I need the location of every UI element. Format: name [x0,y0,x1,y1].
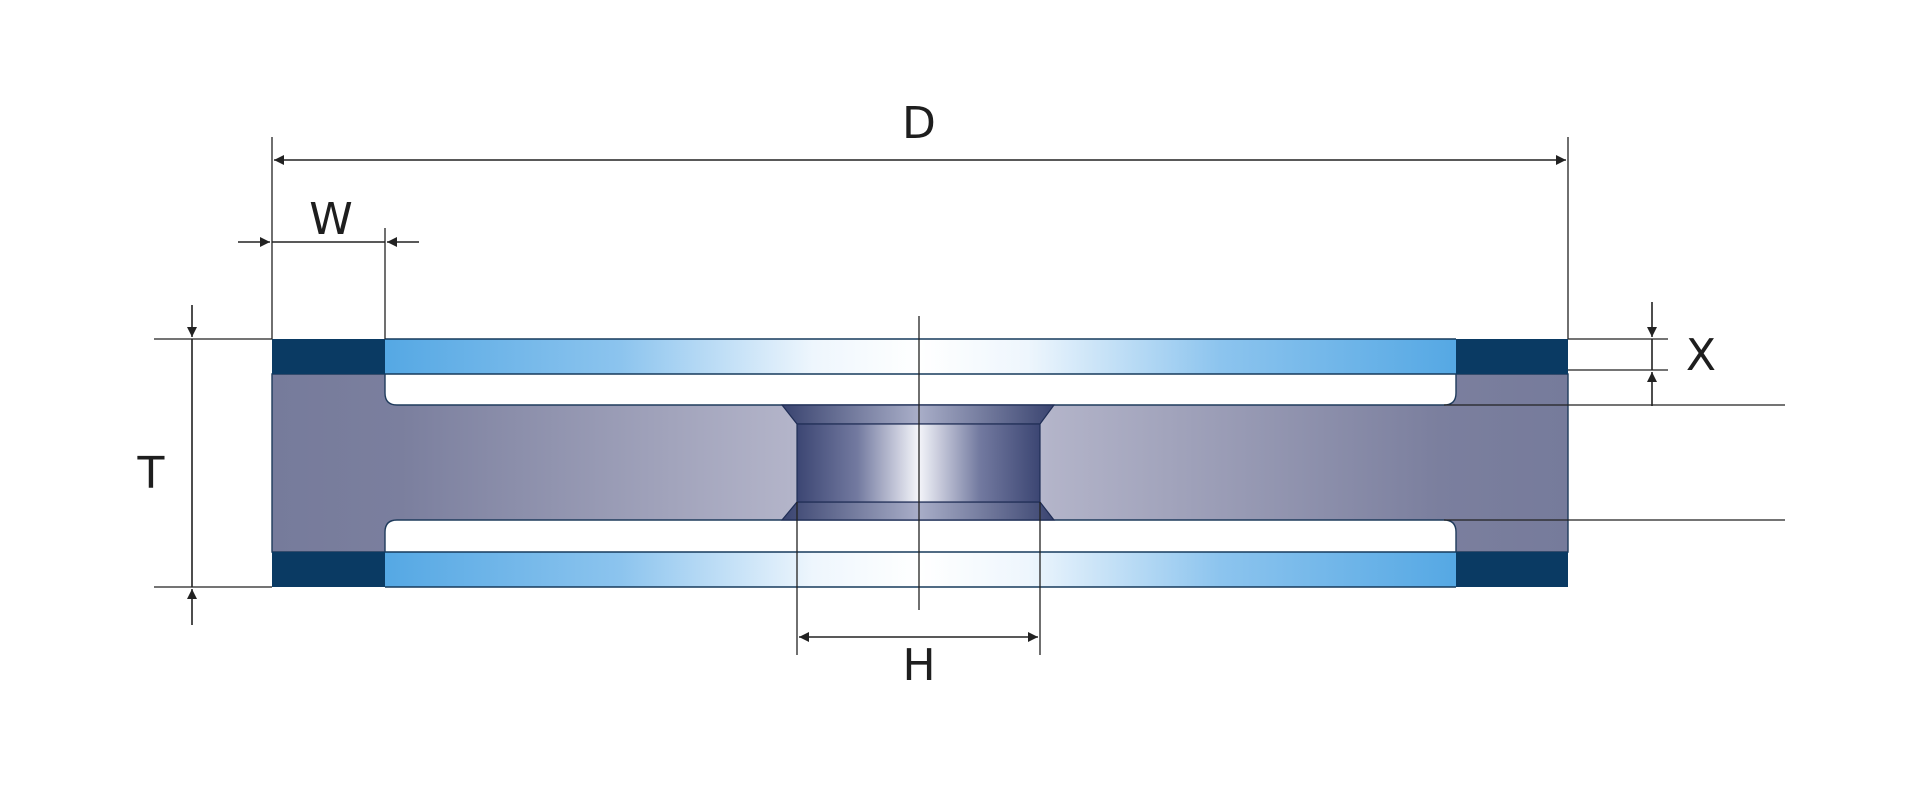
label-x: X [1686,330,1716,381]
label-d: D [902,98,936,149]
label-t: T [137,448,165,499]
abrasive-layer-bottom [385,551,1456,588]
dimension-w: W [238,194,419,339]
label-w: W [309,194,353,245]
core-extension-lines [1444,404,1785,521]
label-h: H [902,640,935,691]
dimension-x: X [1568,302,1716,406]
rim-corners [272,339,1568,587]
center-bore [780,404,1056,521]
abrasive-layer-top [385,338,1456,375]
dimension-t: T [137,305,272,625]
dimension-h: H [796,502,1041,691]
dimension-d: D [271,98,1569,339]
